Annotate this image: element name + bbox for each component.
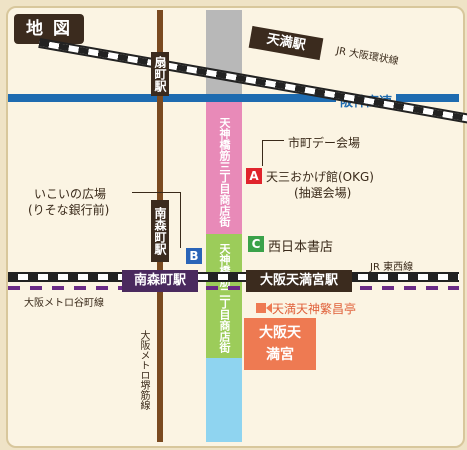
tenmangu-area: 大阪天満宮	[244, 318, 316, 370]
street-segment-green	[206, 234, 242, 358]
hanjotei-arrow-icon	[266, 303, 272, 313]
station-minamimorimachi: 南森町駅	[122, 270, 198, 292]
metro-tanimachi-label: 大阪メトロ谷町線	[24, 298, 104, 309]
street-segment-south	[206, 358, 242, 442]
point-a-line2: (抽選会場)	[294, 186, 352, 200]
station-minamimorimachi-v: 南森町駅	[151, 200, 169, 262]
hanjotei-label: 天満天神繁昌亭	[272, 302, 357, 316]
point-a-connector-v	[262, 140, 263, 166]
hanjotei-marker	[256, 303, 266, 313]
hanshin-expressway	[8, 94, 459, 102]
jr-tozai-line-label: JR 東西線	[370, 262, 414, 273]
station-osaka-tenmangu: 大阪天満宮駅	[246, 270, 352, 292]
point-a-connector	[262, 140, 284, 141]
jr-tozai-line	[8, 272, 459, 282]
point-c-label: 西日本書店	[268, 240, 334, 255]
station-ogimachi: 扇町駅	[151, 52, 169, 96]
point-b-badge: B	[186, 248, 202, 264]
metro-sakaisuji-label: 大阪メトロ堺筋線	[138, 330, 149, 410]
metro-tanimachi-line	[8, 286, 459, 290]
point-a-badge: A	[246, 168, 262, 184]
point-a-line1: 天三おかげ館(OKG)	[266, 170, 374, 184]
street-segment-pink	[206, 102, 242, 234]
point-a-top-label: 市町デー会場	[288, 136, 361, 150]
tenmangu-label: 大阪天満宮	[259, 325, 301, 363]
street-segment-north	[206, 10, 242, 98]
point-b-connector-v	[180, 192, 181, 248]
point-b-line2: (りそな銀行前)	[28, 203, 110, 217]
street-name-2chome: 天神橋筋二丁目商店街	[218, 243, 231, 353]
point-b-line1: いこいの広場	[34, 187, 107, 201]
street-name-3chome: 天神橋筋三丁目商店街	[218, 117, 231, 227]
point-b-connector	[132, 192, 180, 193]
point-c-badge: C	[248, 236, 264, 252]
